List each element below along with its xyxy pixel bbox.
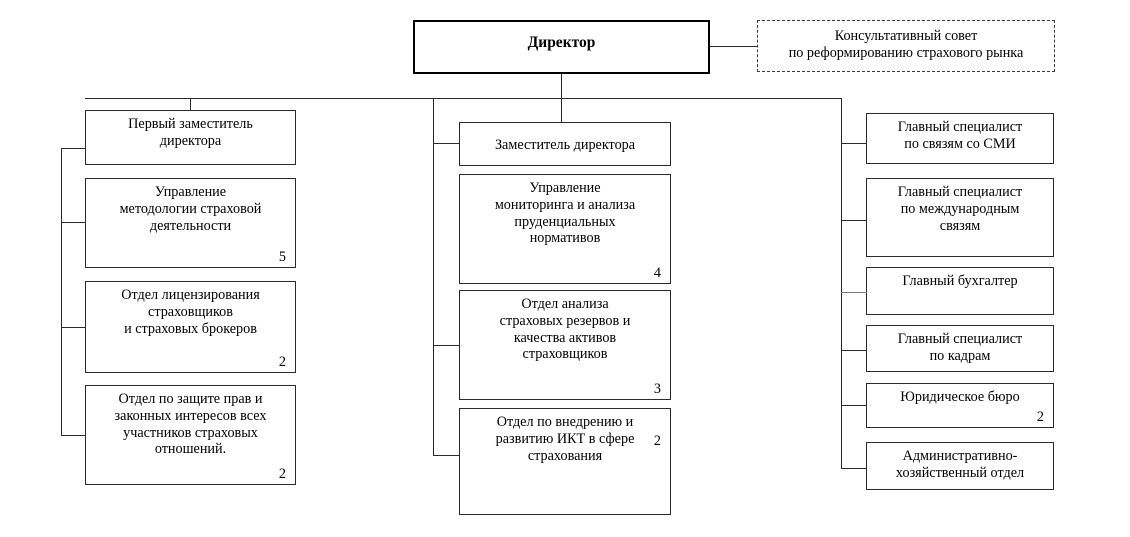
- node-advisory-council[interactable]: Консультативный совет по реформированию …: [757, 20, 1055, 72]
- connector-drop-left-head: [190, 98, 192, 110]
- connector-left-stub-4: [61, 435, 86, 437]
- node-ict-department-count: 2: [653, 432, 661, 449]
- connector-left-stub-2: [61, 222, 86, 224]
- node-chief-accountant[interactable]: Главный бухгалтер: [866, 267, 1054, 315]
- node-licensing-department[interactable]: Отдел лицензирования страховщиков и стра…: [85, 281, 296, 373]
- node-advisory-council-label: Консультативный совет по реформированию …: [788, 27, 1024, 61]
- node-monitoring-department-count: 4: [653, 264, 661, 281]
- node-licensing-department-label: Отдел лицензирования страховщиков и стра…: [121, 287, 260, 337]
- connector-right-spine: [841, 98, 843, 468]
- node-rights-protection-department-count: 2: [278, 465, 286, 482]
- node-legal-bureau-label: Юридическое бюро: [900, 389, 1020, 405]
- node-legal-bureau-count: 2: [1036, 408, 1044, 425]
- node-director-label: Директор: [527, 34, 596, 51]
- node-chief-accountant-label: Главный бухгалтер: [902, 273, 1018, 289]
- connector-right-stub-5: [841, 405, 867, 407]
- node-reserves-analysis-department[interactable]: Отдел анализа страховых резервов и качес…: [459, 290, 671, 400]
- node-ict-department[interactable]: Отдел по внедрению и развитию ИКТ в сфер…: [459, 408, 671, 515]
- connector-top-bus: [85, 98, 842, 100]
- node-legal-bureau[interactable]: Юридическое бюро 2: [866, 383, 1054, 428]
- node-chief-specialist-hr-label: Главный специалист по кадрам: [897, 331, 1023, 364]
- connector-left-stub-3: [61, 327, 86, 329]
- connector-right-stub-2: [841, 220, 867, 222]
- node-deputy-director[interactable]: Заместитель директора: [459, 122, 671, 166]
- node-rights-protection-department[interactable]: Отдел по защите прав и законных интересо…: [85, 385, 296, 485]
- connector-left-spine: [61, 148, 63, 436]
- connector-middle-stub-1: [433, 143, 460, 145]
- node-methodology-department-count: 5: [278, 248, 286, 265]
- connector-right-stub-6: [841, 468, 867, 470]
- node-chief-specialist-media-label: Главный специалист по связям со СМИ: [897, 119, 1023, 152]
- node-deputy-director-label: Заместитель директора: [494, 136, 636, 153]
- node-chief-specialist-international[interactable]: Главный специалист по международным связ…: [866, 178, 1054, 257]
- node-first-deputy-director-label: Первый заместитель директора: [128, 116, 253, 149]
- connector-drop-middle-head: [561, 98, 563, 122]
- node-methodology-department[interactable]: Управление методологии страховой деятель…: [85, 178, 296, 268]
- connector-middle-stub-3: [433, 455, 460, 457]
- connector-middle-spine: [433, 98, 435, 455]
- node-first-deputy-director[interactable]: Первый заместитель директора: [85, 110, 296, 165]
- connector-right-stub-3: [841, 292, 867, 294]
- node-monitoring-department-label: Управление мониторинга и анализа пруденц…: [494, 180, 636, 247]
- node-reserves-analysis-department-label: Отдел анализа страховых резервов и качес…: [499, 296, 631, 363]
- node-monitoring-department[interactable]: Управление мониторинга и анализа пруденц…: [459, 174, 671, 284]
- connector-right-stub-4: [841, 350, 867, 352]
- node-licensing-department-count: 2: [278, 353, 286, 370]
- node-chief-specialist-hr[interactable]: Главный специалист по кадрам: [866, 325, 1054, 372]
- node-rights-protection-department-label: Отдел по защите прав и законных интересо…: [114, 391, 267, 458]
- node-reserves-analysis-department-count: 3: [653, 380, 661, 397]
- connector-middle-stub-2: [433, 345, 460, 347]
- node-administrative-department[interactable]: Административно- хозяйственный отдел: [866, 442, 1054, 490]
- connector-director-advisory: [710, 46, 757, 48]
- connector-director-drop: [561, 74, 563, 98]
- node-chief-specialist-international-label: Главный специалист по международным связ…: [897, 184, 1023, 234]
- connector-left-stub-1: [61, 148, 86, 150]
- node-ict-department-label: Отдел по внедрению и развитию ИКТ в сфер…: [495, 414, 635, 464]
- node-administrative-department-label: Административно- хозяйственный отдел: [895, 448, 1025, 481]
- connector-right-stub-1: [841, 143, 867, 145]
- node-chief-specialist-media[interactable]: Главный специалист по связям со СМИ: [866, 113, 1054, 164]
- node-director[interactable]: Директор: [413, 20, 710, 74]
- node-methodology-department-label: Управление методологии страховой деятель…: [119, 184, 262, 234]
